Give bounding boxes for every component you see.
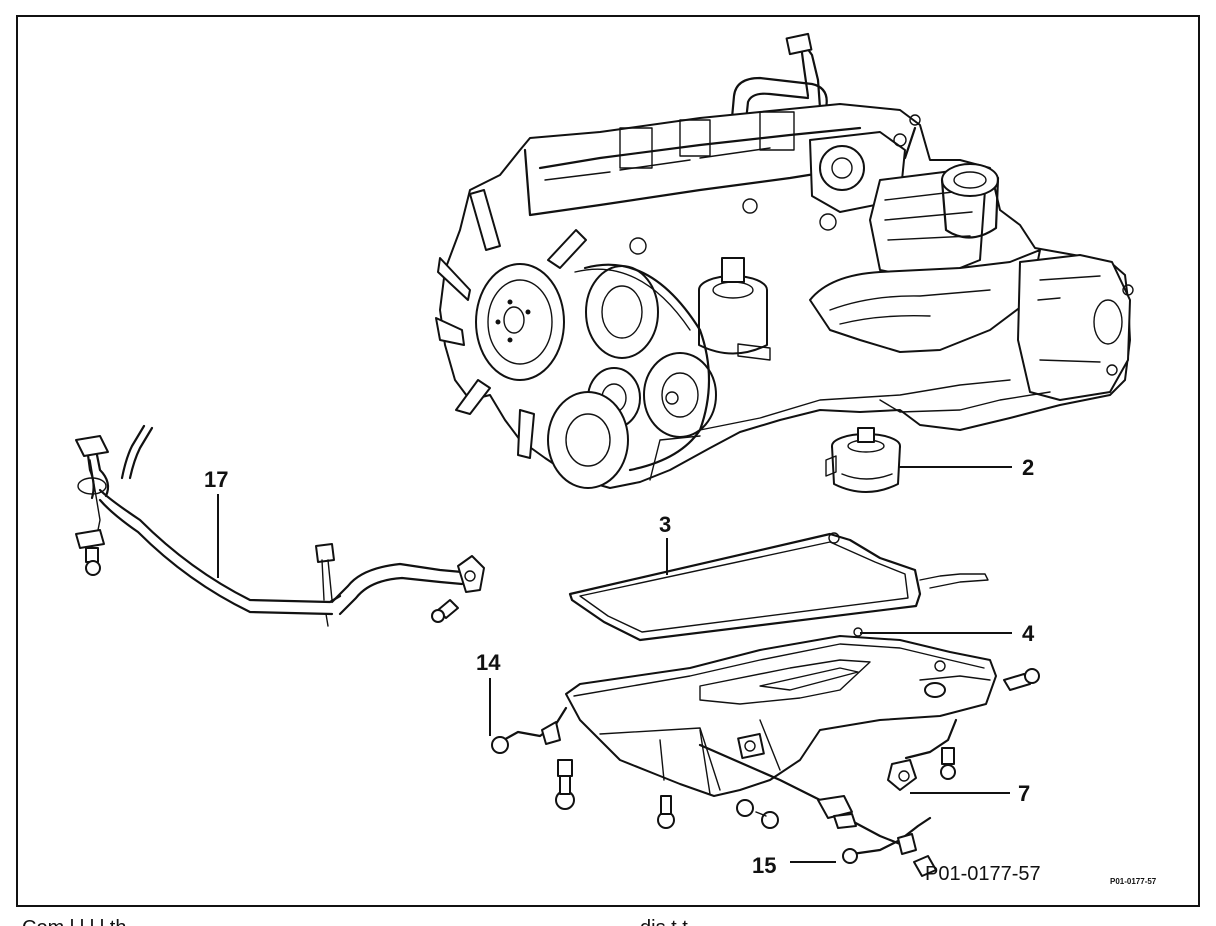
engine-assembly [435,32,1134,489]
caption-fragment-right: dis t t [640,917,688,926]
callout-14: 14 [476,650,501,675]
sensor-part-14 [491,706,568,754]
callout-3: 3 [659,512,671,537]
oil-pan-part-4 [565,627,1040,797]
engine-mount-part-2 [825,427,901,493]
sensor-part-7 [887,718,958,791]
callout-15: 15 [752,853,776,878]
callout-7: 7 [1018,781,1030,806]
callout-17: 17 [204,467,228,492]
figure-reference: P01-0177-57 [925,863,1041,885]
callout-labels: 2 3 4 7 14 15 17 [204,455,1035,878]
pan-bolts [555,747,956,829]
dipstick-tube-part-17 [75,424,485,627]
leader-lines [217,466,1012,863]
oil-pan-gasket-part-3 [568,532,989,642]
figure-frame [16,15,1200,907]
callout-4: 4 [1022,621,1035,646]
caption-fragment-left: Com l l l l th [22,917,126,926]
figure-reference-small: P01-0177-57 [1110,877,1157,886]
sensor-part-15 [698,743,937,877]
callout-2: 2 [1022,455,1034,480]
